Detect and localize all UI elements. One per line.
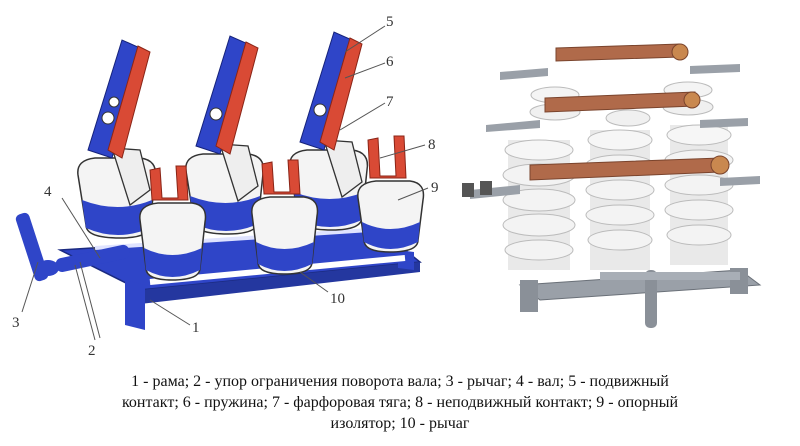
moving-contact-blade xyxy=(319,37,363,151)
leader-2 xyxy=(74,264,96,341)
photo-shaft xyxy=(645,270,657,328)
leader-9 xyxy=(397,187,429,201)
disconnector-photo xyxy=(462,43,762,328)
label-4: 4 xyxy=(44,184,52,200)
porcelain-rod xyxy=(111,147,151,207)
insulator-skirt xyxy=(144,248,202,277)
insulator-skirt xyxy=(256,242,314,271)
figure-caption: 1 - рама; 2 - упор ограничения поворота … xyxy=(10,371,790,434)
caption-line: контакт; 6 - пружина; 7 - фарфоровая тяг… xyxy=(121,394,679,411)
disconnector-drawing: 1 2 3 4 5 6 7 8 9 10 xyxy=(12,14,439,359)
photo-contact-blade xyxy=(462,155,760,199)
frame-rail xyxy=(94,228,371,250)
leader-10 xyxy=(299,271,329,293)
fixed-contact xyxy=(261,159,301,195)
insulator-skirt xyxy=(82,200,152,235)
label-2: 2 xyxy=(88,343,96,359)
photo-insulator xyxy=(502,139,576,270)
porcelain-rod xyxy=(219,143,259,203)
shaft xyxy=(55,244,130,272)
spring xyxy=(209,107,223,121)
frame-leg xyxy=(398,250,414,270)
label-8: 8 xyxy=(428,137,436,153)
leader-5 xyxy=(344,25,386,53)
photo-contact-blade xyxy=(500,43,740,80)
photo-contact-blade xyxy=(486,91,748,132)
frame-leg xyxy=(125,280,145,330)
lever-hub xyxy=(37,260,59,276)
photo-insulator xyxy=(585,129,655,270)
insulator-skirt xyxy=(190,196,260,231)
base-channel xyxy=(730,268,748,294)
insulator-skirt xyxy=(362,222,420,249)
label-3: 3 xyxy=(12,315,20,331)
leader-3 xyxy=(21,261,39,313)
label-9: 9 xyxy=(431,180,439,196)
pole-1 xyxy=(77,39,157,239)
front-insulator xyxy=(357,135,425,253)
photo-insulator xyxy=(664,124,734,265)
front-insulator xyxy=(139,165,207,281)
moving-contact-blade xyxy=(107,45,151,159)
leader-1 xyxy=(149,299,191,326)
frame-front xyxy=(140,262,420,304)
base-channel xyxy=(520,280,538,312)
leader-2 xyxy=(79,261,101,339)
caption-line: изолятор; 10 - рычаг xyxy=(330,415,470,432)
caption-line: 1 - рама; 2 - упор ограничения поворота … xyxy=(131,373,669,390)
fixed-contact xyxy=(149,165,189,201)
label-10: 10 xyxy=(330,291,345,307)
moving-contact-blade xyxy=(215,41,259,155)
spring xyxy=(108,96,120,108)
front-insulator xyxy=(251,159,319,275)
fixed-contact xyxy=(367,135,407,179)
leader-8 xyxy=(379,144,426,159)
spring xyxy=(101,111,115,125)
label-6: 6 xyxy=(386,54,394,70)
label-5: 5 xyxy=(386,14,394,30)
label-7: 7 xyxy=(386,94,394,110)
label-1: 1 xyxy=(192,320,200,336)
leader-4 xyxy=(61,197,101,259)
porcelain-rod xyxy=(323,139,363,199)
spring xyxy=(313,103,327,117)
photo-shaft-tube xyxy=(600,272,740,280)
leader-6 xyxy=(344,62,386,79)
leader-7 xyxy=(339,102,386,131)
